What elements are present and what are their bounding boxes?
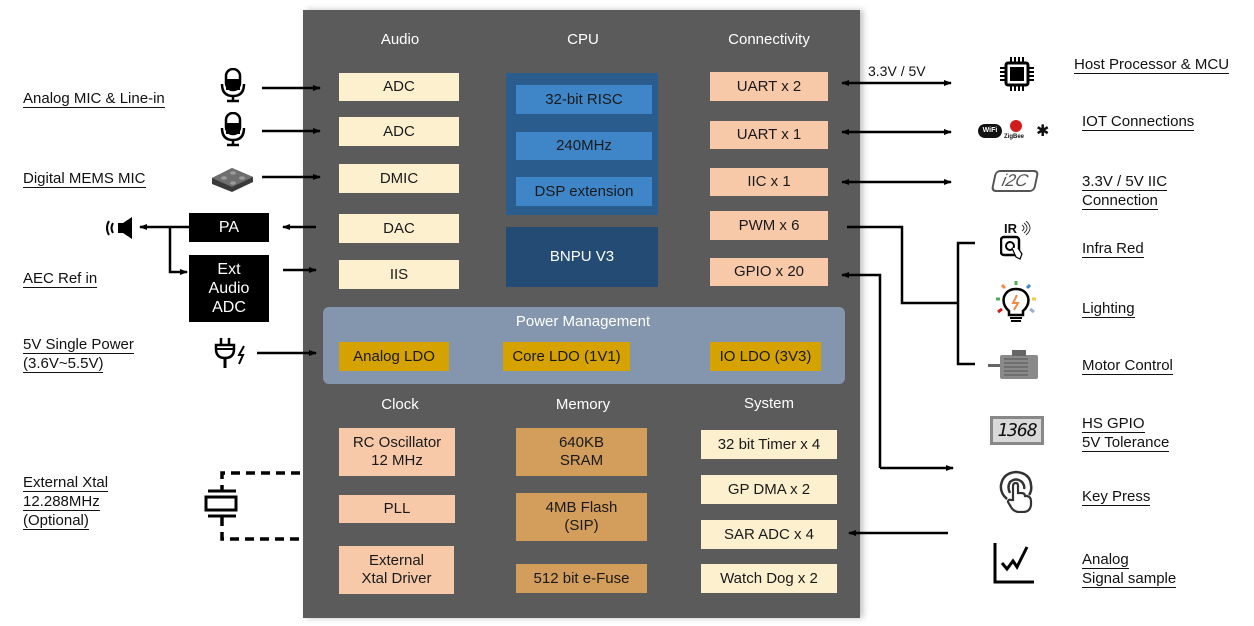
chip-processor-icon — [1000, 57, 1034, 91]
bluetooth-icon: ✱ — [1036, 123, 1050, 140]
arrow-aec-branch — [168, 227, 188, 275]
audio-iis: IIS — [339, 260, 459, 289]
ext-audio-adc-block: Ext Audio ADC — [189, 255, 269, 322]
microphone-icon — [220, 68, 246, 103]
memory-sram: 640KB SRAM — [516, 428, 647, 476]
npu-block: BNPU V3 — [506, 227, 658, 287]
pwm-bracket — [956, 241, 975, 366]
system-watchdog: Watch Dog x 2 — [701, 564, 837, 593]
memory-flash: 4MB Flash (SIP) — [516, 493, 647, 541]
clock-section-title: Clock — [381, 396, 419, 413]
pa-block: PA — [189, 213, 269, 242]
system-dma: GP DMA x 2 — [701, 475, 837, 504]
label-iot-connections[interactable]: IOT Connections — [1082, 113, 1195, 131]
conn-uart-1: UART x 1 — [710, 121, 828, 149]
cpu-dsp: DSP extension — [516, 177, 652, 206]
light-bulb-icon — [996, 281, 1036, 322]
label-key-press[interactable]: Key Press — [1082, 488, 1151, 506]
label-digital-mems-mic[interactable]: Digital MEMS MIC — [23, 170, 146, 188]
cpu-frequency: 240MHz — [516, 132, 652, 160]
microphone-icon — [220, 112, 246, 147]
power-plug-icon — [214, 338, 245, 368]
digit-display-icon: 1368 — [990, 416, 1044, 445]
io-ldo: IO LDO (3V3) — [710, 342, 821, 371]
audio-section-title: Audio — [380, 31, 420, 48]
label-power[interactable]: 5V Single Power(3.6V~5.5V) — [23, 336, 134, 373]
wifi-icon: WiFi — [978, 124, 1002, 138]
audio-adc-2: ADC — [339, 117, 459, 146]
gpio-wire-to-chip — [841, 272, 882, 468]
cpu-section-title: CPU — [567, 31, 599, 48]
conn-uart-2: UART x 2 — [710, 72, 828, 101]
label-host-processor[interactable]: Host Processor & MCU — [1074, 56, 1230, 74]
conn-gpio: GPIO x 20 — [710, 258, 828, 286]
core-ldo: Core LDO (1V1) — [503, 342, 630, 371]
mems-mic-icon — [212, 168, 253, 192]
system-section-title: System — [743, 395, 794, 412]
iot-icons: WiFi ZigBee ✱ — [978, 118, 1050, 148]
label-analog-mic[interactable]: Analog MIC & Line-in — [23, 90, 165, 108]
connectivity-section-title: Connectivity — [728, 31, 810, 48]
system-sar-adc: SAR ADC x 4 — [701, 520, 837, 549]
cpu-risc: 32-bit RISC — [516, 85, 652, 114]
key-press-icon — [999, 470, 1033, 513]
xtal-wire-bottom — [220, 517, 300, 541]
motor-icon — [988, 350, 1038, 379]
audio-dmic: DMIC — [339, 164, 459, 193]
pwm-wire — [847, 225, 957, 305]
speaker-icon — [106, 217, 132, 239]
clock-rc-oscillator: RC Oscillator 12 MHz — [339, 428, 455, 476]
audio-dac: DAC — [339, 214, 459, 243]
power-section-title: Power Management — [515, 313, 651, 330]
zigbee-icon — [1010, 120, 1022, 132]
clock-ext-xtal-driver: External Xtal Driver — [339, 546, 454, 594]
audio-adc-1: ADC — [339, 73, 459, 101]
analog-ldo: Analog LDO — [339, 342, 449, 371]
conn-pwm: PWM x 6 — [710, 211, 828, 240]
memory-section-title: Memory — [555, 396, 611, 413]
analog-signal-chart-icon — [993, 543, 1034, 584]
label-lighting[interactable]: Lighting — [1082, 300, 1135, 318]
voltage-label: 3.3V / 5V — [868, 63, 926, 79]
label-aec-ref[interactable]: AEC Ref in — [23, 270, 98, 288]
i2c-icon: i2C — [990, 170, 1040, 192]
clock-pll: PLL — [339, 495, 455, 523]
xtal-wire-top — [220, 471, 300, 492]
conn-iic: IIC x 1 — [710, 168, 828, 196]
crystal-icon — [204, 489, 238, 518]
system-timer: 32 bit Timer x 4 — [701, 430, 837, 459]
label-motor-control[interactable]: Motor Control — [1082, 357, 1173, 375]
infrared-remote-icon: IR — [1000, 221, 1040, 265]
label-infra-red[interactable]: Infra Red — [1082, 240, 1144, 258]
memory-efuse: 512 bit e-Fuse — [516, 564, 647, 593]
